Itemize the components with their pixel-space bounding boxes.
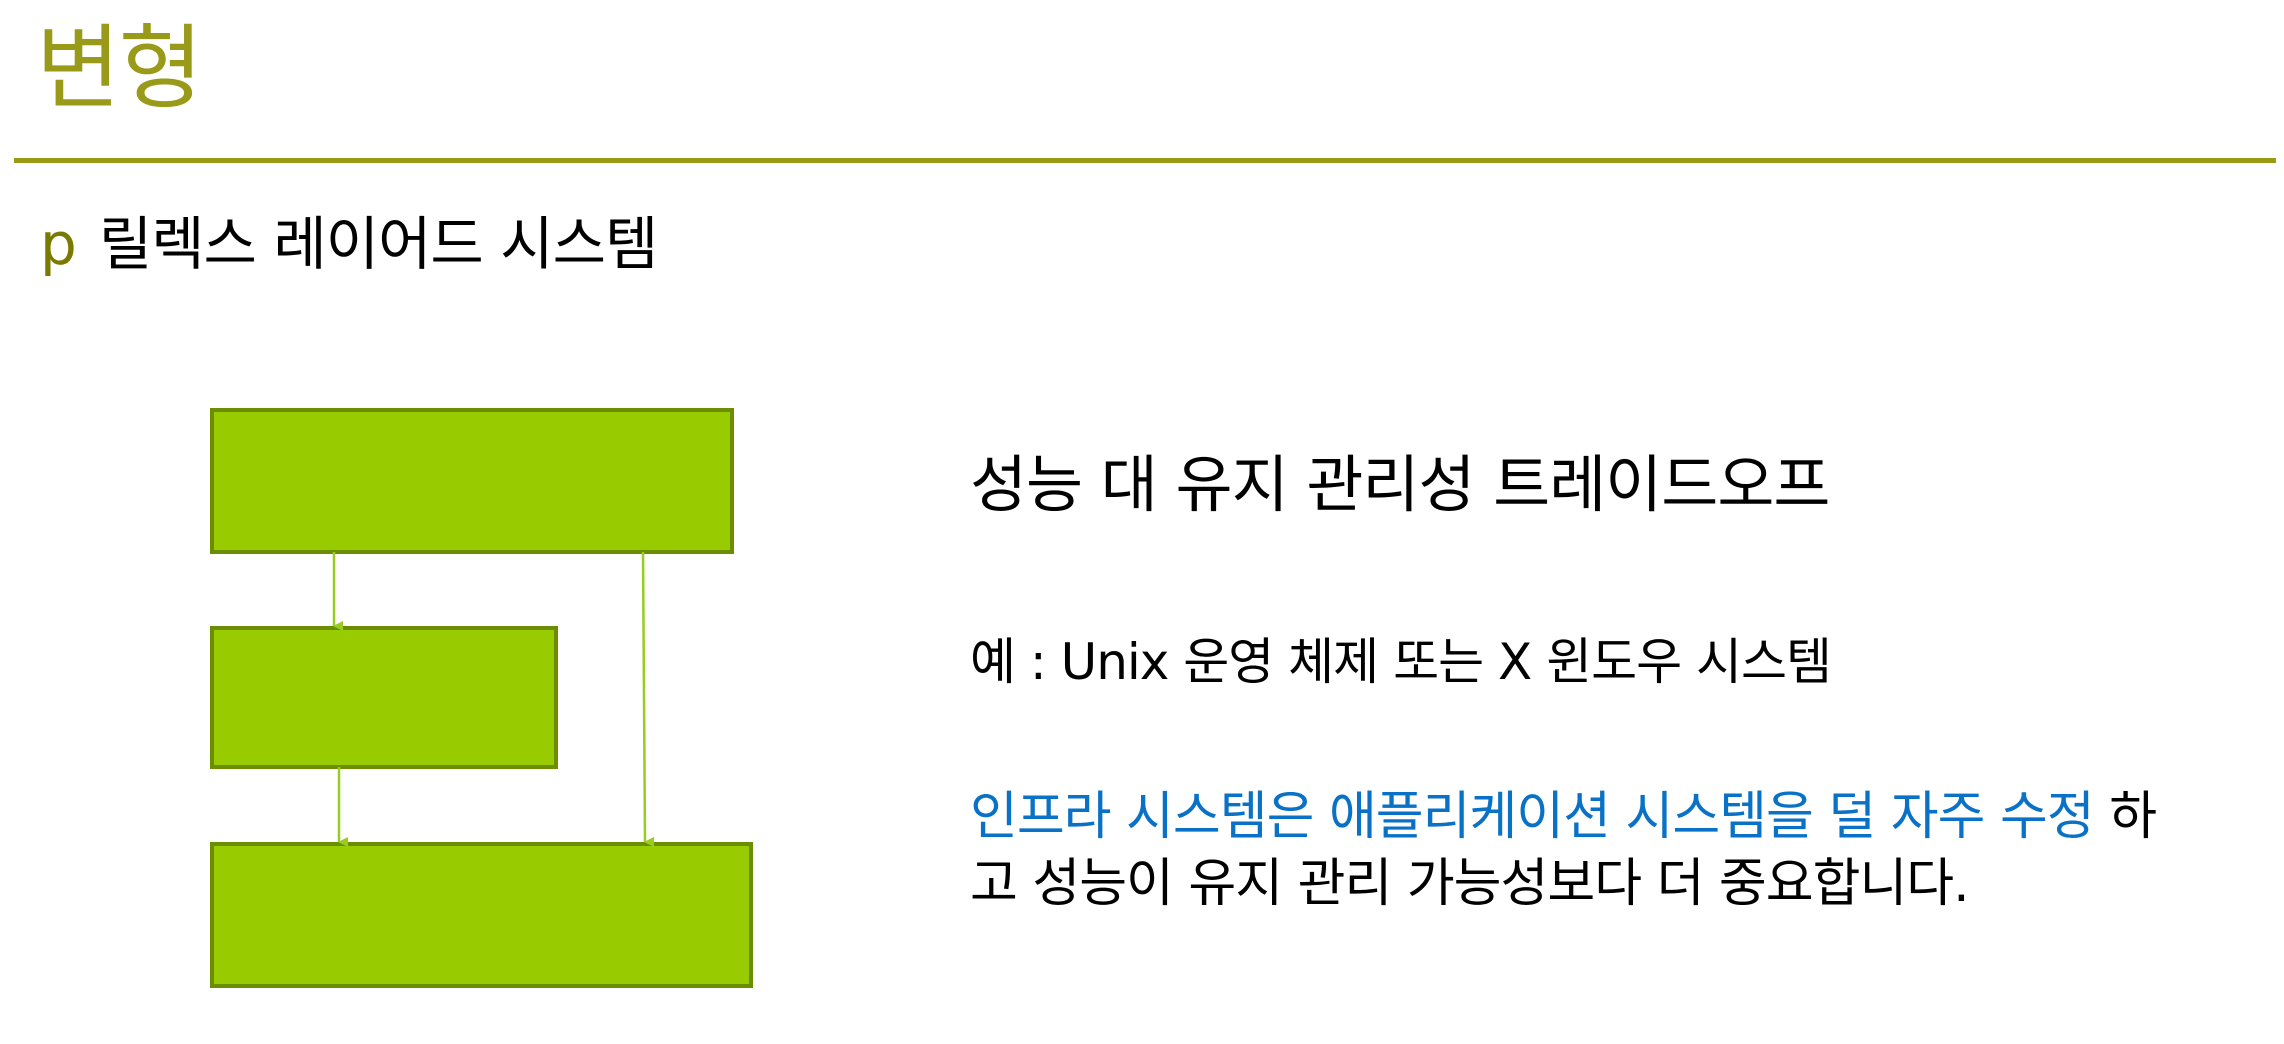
paragraph-rest-text: 하고 성능이 유지 관리 가능성보다 더 중요합니다. <box>970 787 2157 914</box>
description-paragraph: 인프라 시스템은 애플리케이션 시스템을 덜 자주 수정 하고 성능이 유지 관… <box>970 784 2170 917</box>
bullet-text: 릴렉스 레이어드 시스템 <box>98 210 658 278</box>
middle-layer-box <box>210 626 558 769</box>
tradeoff-heading: 성능 대 유지 관리성 트레이드오프 <box>970 448 1830 521</box>
top-layer-box <box>210 408 734 554</box>
bullet-item: p 릴렉스 레이어드 시스템 <box>40 210 658 280</box>
bottom-layer-box <box>210 842 753 988</box>
slide-title: 변형 <box>36 15 203 122</box>
example-text: 예 : Unix 운영 체제 또는 X 윈도우 시스템 <box>970 633 1832 691</box>
bullet-marker: p <box>40 210 77 278</box>
highlighted-text: 인프라 시스템은 애플리케이션 시스템을 덜 자주 수정 <box>970 787 2095 847</box>
arrow-top-to-bottom <box>641 551 655 847</box>
title-divider <box>14 158 2276 163</box>
